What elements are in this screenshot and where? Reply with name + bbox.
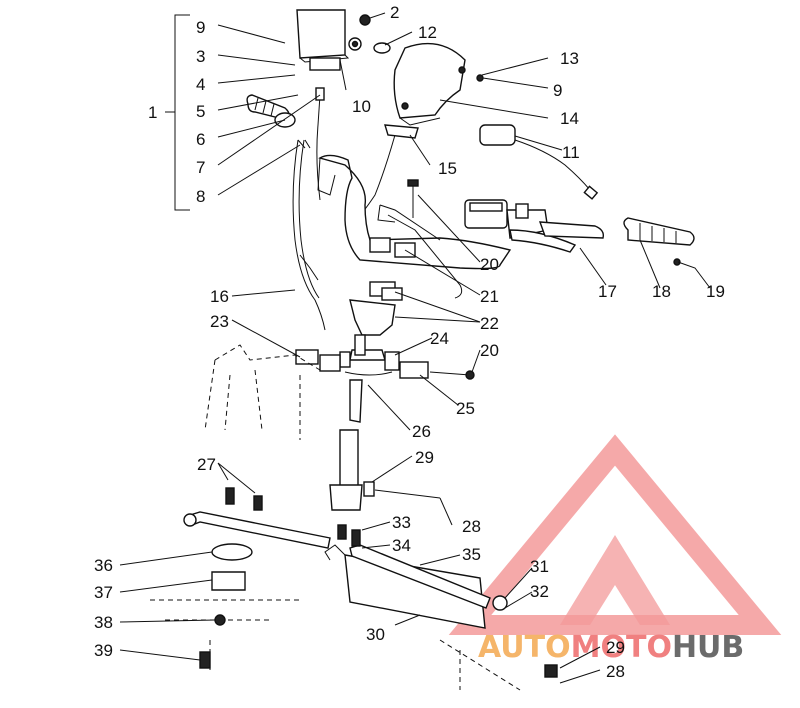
group-bracket bbox=[165, 14, 190, 211]
callout-18: 18 bbox=[652, 282, 671, 301]
callout-35: 35 bbox=[462, 545, 481, 564]
callout-9-left: 9 bbox=[196, 18, 205, 37]
screw bbox=[359, 14, 371, 26]
callout-31: 31 bbox=[530, 557, 549, 576]
callout-15: 15 bbox=[438, 159, 457, 178]
svg-text:AUTOMOTOHUB: AUTOMOTOHUB bbox=[478, 630, 744, 665]
automotohub-logo: AUTOMOTOHUB bbox=[448, 434, 782, 665]
callout-6: 6 bbox=[196, 130, 205, 149]
callout-33: 33 bbox=[392, 513, 411, 532]
callout-28-mid: 28 bbox=[462, 517, 481, 536]
callout-11: 11 bbox=[562, 143, 580, 162]
tie-rod-left bbox=[189, 511, 331, 549]
callout-25: 25 bbox=[456, 399, 475, 418]
callout-5: 5 bbox=[196, 102, 205, 121]
callout-1: 1 bbox=[148, 103, 157, 122]
callout-labels: 1 2 3 4 5 6 7 8 9 9 10 11 12 13 14 15 16… bbox=[94, 3, 725, 681]
switch-housing bbox=[296, 9, 346, 59]
callout-21: 21 bbox=[480, 287, 499, 306]
frame-outline bbox=[204, 344, 321, 440]
callout-10: 10 bbox=[352, 97, 371, 116]
leader-lines bbox=[119, 12, 711, 684]
callout-17: 17 bbox=[598, 282, 617, 301]
cable bbox=[292, 139, 326, 331]
logo-word-hub: HUB bbox=[672, 630, 744, 665]
callout-36: 36 bbox=[94, 556, 113, 575]
callout-34: 34 bbox=[392, 536, 411, 555]
callout-20-upper: 20 bbox=[480, 255, 499, 274]
callout-4: 4 bbox=[196, 75, 205, 94]
handlebar bbox=[318, 154, 512, 270]
callout-16: 16 bbox=[210, 287, 229, 306]
callout-19: 19 bbox=[706, 282, 725, 301]
callout-3: 3 bbox=[196, 47, 205, 66]
callout-9-right: 9 bbox=[553, 81, 562, 100]
callout-13: 13 bbox=[560, 49, 579, 68]
callout-22: 22 bbox=[480, 314, 499, 333]
parts-drawing bbox=[150, 9, 695, 691]
callout-2: 2 bbox=[390, 3, 399, 22]
callout-37: 37 bbox=[94, 583, 113, 602]
callout-30: 30 bbox=[366, 625, 385, 644]
callout-29-low: 29 bbox=[606, 638, 625, 657]
callout-32: 32 bbox=[530, 582, 549, 601]
skid-plate bbox=[344, 554, 486, 629]
callout-39: 39 bbox=[94, 641, 113, 660]
steering-post bbox=[349, 299, 396, 336]
callout-29-mid: 29 bbox=[415, 448, 434, 467]
callout-7: 7 bbox=[196, 158, 205, 177]
callout-12: 12 bbox=[418, 23, 437, 42]
grip-right bbox=[623, 217, 695, 246]
callout-38: 38 bbox=[94, 613, 113, 632]
callout-27: 27 bbox=[197, 455, 216, 474]
boot bbox=[373, 42, 391, 54]
logo-m-shape bbox=[560, 535, 670, 625]
callout-28-low: 28 bbox=[606, 662, 625, 681]
callout-14: 14 bbox=[560, 109, 579, 128]
callout-8: 8 bbox=[196, 187, 205, 206]
logo-word-moto: MOTO bbox=[571, 630, 672, 665]
callout-26: 26 bbox=[412, 422, 431, 441]
logo-triangle bbox=[448, 434, 782, 635]
logo-word-auto: AUTO bbox=[478, 630, 571, 665]
callout-24: 24 bbox=[430, 329, 449, 348]
callout-23: 23 bbox=[210, 312, 229, 331]
callout-20-lower: 20 bbox=[480, 341, 499, 360]
throttle-body bbox=[479, 124, 516, 146]
